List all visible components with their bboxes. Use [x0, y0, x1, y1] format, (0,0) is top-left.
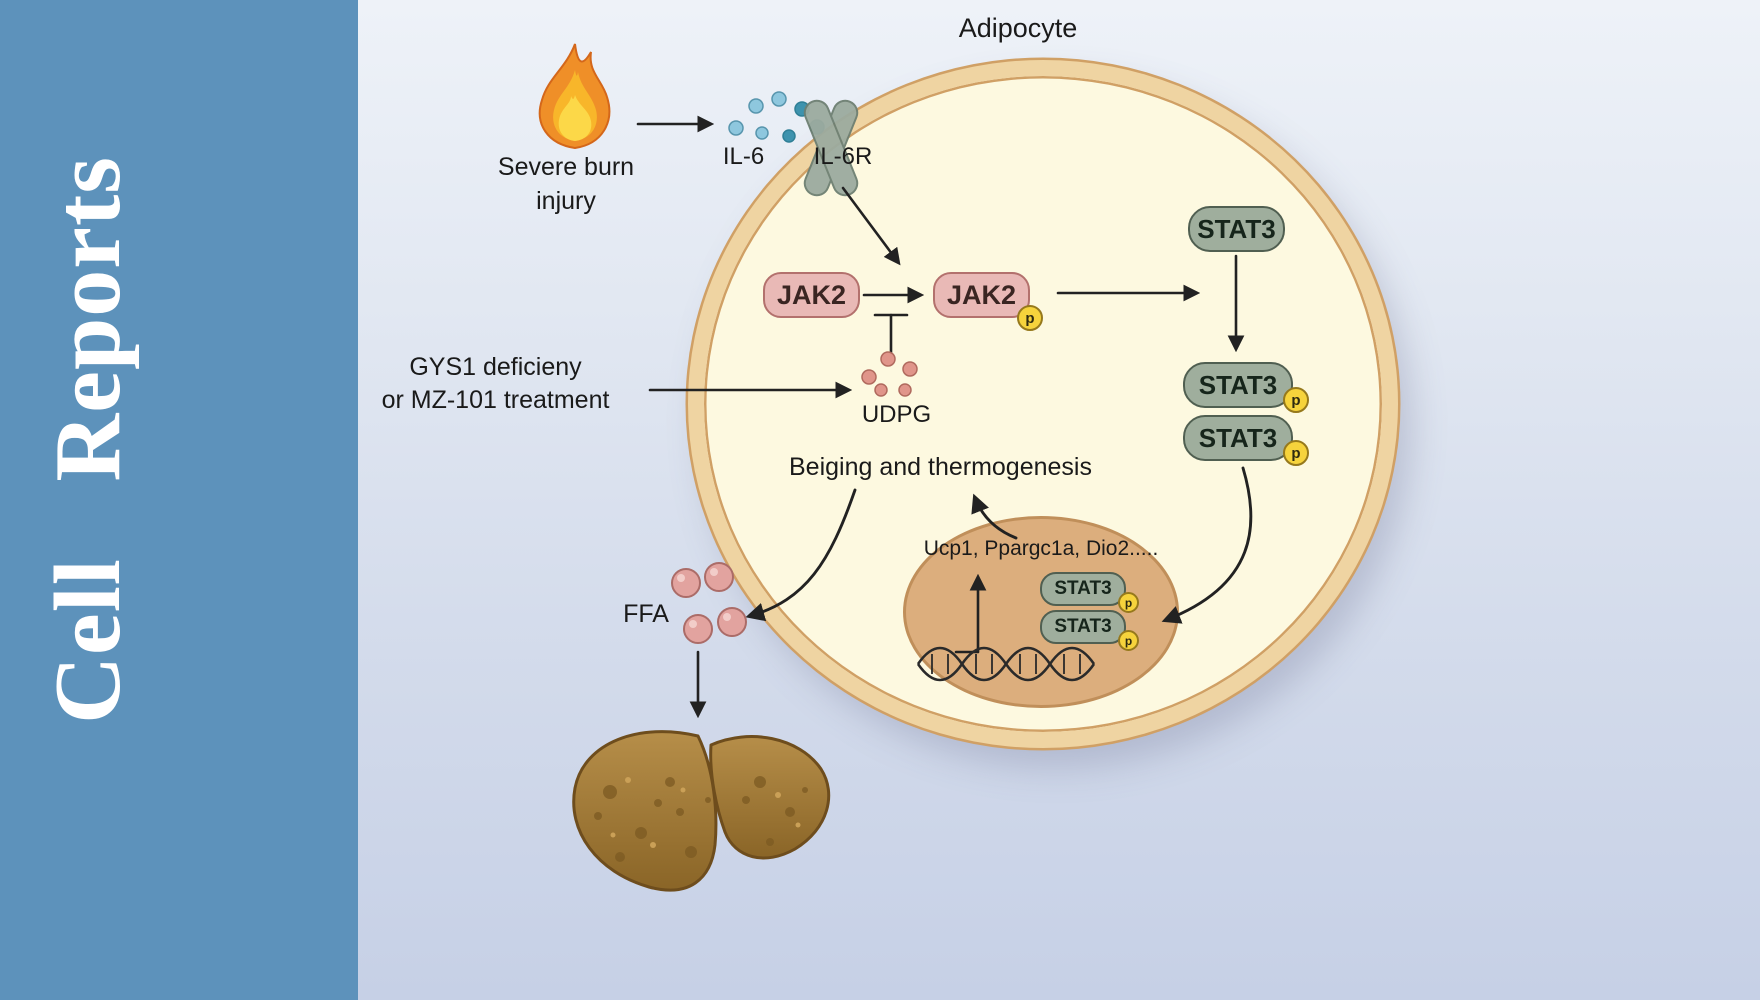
liver-flecks — [610, 777, 801, 848]
genes-label: Ucp1, Ppargc1a, Dio2..... — [923, 537, 1159, 560]
fire-icon — [538, 43, 611, 150]
figure-area: Adipocyte Severe burn injury IL-6 IL-6R … — [358, 0, 1760, 1000]
stat3-node-label: STAT3 — [1197, 213, 1276, 244]
gys1-label-line2: or MZ-101 treatment — [381, 386, 610, 414]
phospho-badge-nuclear-2: p — [1118, 630, 1139, 651]
beiging-label: Beiging and thermogenesis — [789, 453, 1092, 481]
phospho-badge-nuclear-1: p — [1118, 592, 1139, 613]
journal-name: Cell Reports — [36, 156, 140, 724]
stat3-nuclear-node-1: STAT3 — [1040, 572, 1126, 606]
udpg-label: UDPG — [861, 401, 932, 428]
phospho-badge-dimer-2-label: p — [1291, 444, 1301, 462]
gys1-label-line1: GYS1 deficieny — [409, 353, 582, 381]
phospho-badge-nuclear-2-label: p — [1124, 633, 1133, 648]
jak2-node-label: JAK2 — [776, 279, 847, 310]
jak2-phospho-node-label: JAK2 — [946, 279, 1017, 310]
stat3-node: STAT3 — [1188, 206, 1285, 252]
journal-sidebar: Cell Reports — [0, 0, 358, 1000]
il6-dots — [728, 91, 825, 143]
phospho-badge-dimer-2: p — [1283, 440, 1309, 466]
stat3-nuclear-label-1: STAT3 — [1054, 578, 1112, 599]
stat3-dimer-node-1: STAT3 — [1183, 362, 1293, 408]
stat3-dimer-label-2: STAT3 — [1198, 422, 1278, 453]
liver-illustration — [572, 730, 831, 892]
adipocyte-label: Adipocyte — [958, 13, 1078, 43]
phospho-badge-jak2: p — [1017, 305, 1043, 331]
phospho-badge-nuclear-1-label: p — [1124, 595, 1133, 610]
phospho-badge-dimer-1: p — [1283, 387, 1309, 413]
jak2-phospho-node: JAK2 — [933, 272, 1030, 318]
stat3-dimer-node-2: STAT3 — [1183, 415, 1293, 461]
il6-label: IL-6 — [722, 143, 765, 170]
stat3-dimer-label-1: STAT3 — [1198, 369, 1278, 400]
jak2-node: JAK2 — [763, 272, 860, 318]
burn-label-line2: injury — [536, 187, 596, 215]
ffa-label: FFA — [623, 600, 669, 628]
stat3-nuclear-node-2: STAT3 — [1040, 610, 1126, 644]
phospho-badge-dimer-1-label: p — [1291, 391, 1301, 409]
burn-label-line1: Severe burn — [497, 153, 635, 181]
stat3-nuclear-label-2: STAT3 — [1054, 616, 1112, 637]
il6r-label: IL-6R — [813, 143, 873, 170]
phospho-badge-jak2-label: p — [1025, 309, 1035, 327]
liver-spots — [594, 776, 808, 862]
